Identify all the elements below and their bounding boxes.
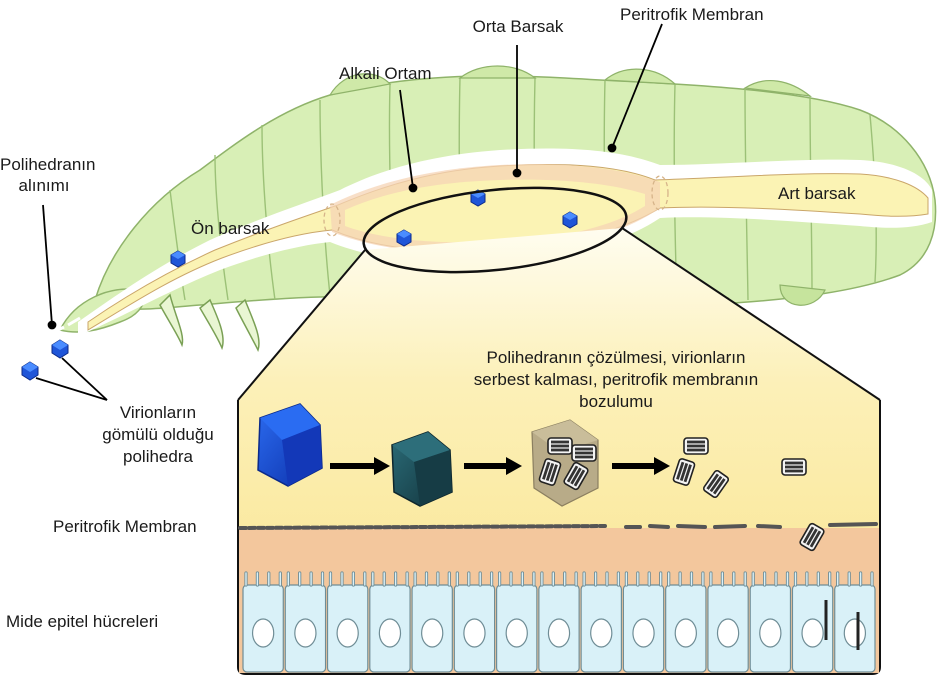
- epithelial-cell: [243, 573, 283, 672]
- label-peritrophic-membrane-bottom: Peritrofik Membran: [53, 516, 197, 537]
- epithelial-cell: [370, 573, 410, 672]
- label-foregut: Ön barsak: [191, 218, 269, 239]
- polyhedron-icon: [171, 251, 185, 267]
- peritrophic-membrane-line: [240, 526, 605, 528]
- virion-rod-bundle-icon: [572, 445, 596, 461]
- polyhedron-icon: [22, 362, 38, 380]
- label-gut-epithelium: Mide epitel hücreleri: [6, 611, 158, 632]
- epithelial-cell: [581, 573, 621, 672]
- polyhedron-icon: [52, 340, 68, 358]
- cell-nucleus: [379, 619, 400, 647]
- polyhedron-icon: [397, 230, 411, 246]
- label-midgut: Orta Barsak: [456, 16, 580, 37]
- label-polyhedra: Virionların gömülü olduğu polihedra: [90, 402, 226, 468]
- epithelial-cell: [708, 573, 748, 672]
- cell-nucleus: [337, 619, 358, 647]
- epithelial-cells: [243, 573, 875, 672]
- cell-nucleus: [844, 619, 865, 647]
- label-polyhedra-line1: Virionların: [90, 402, 226, 424]
- epithelial-cell: [454, 573, 494, 672]
- epithelial-cell: [666, 573, 706, 672]
- cell-nucleus: [633, 619, 654, 647]
- cell-nucleus: [548, 619, 569, 647]
- epithelial-cell: [835, 573, 875, 672]
- label-process-line2: serbest kalması, peritrofik membranın: [446, 369, 786, 391]
- cell-nucleus: [718, 619, 739, 647]
- label-process-description: Polihedranın çözülmesi, virionların serb…: [446, 347, 786, 413]
- label-alkaline-medium: Alkali Ortam: [339, 63, 432, 84]
- label-ingestion-line1: Polihedranın: [0, 154, 88, 175]
- cell-nucleus: [253, 619, 274, 647]
- releasing-polyhedron-icon: [532, 420, 598, 506]
- cell-nucleus: [760, 619, 781, 647]
- label-process-line1: Polihedranın çözülmesi, virionların: [446, 347, 786, 369]
- polyhedron-icon: [563, 212, 577, 228]
- label-process-line3: bozulumu: [446, 391, 786, 413]
- label-polyhedra-line2: gömülü olduğu: [90, 424, 226, 446]
- virion-rod-bundle-icon: [684, 438, 708, 454]
- virion-rod-bundle-icon: [548, 438, 572, 454]
- cell-nucleus: [464, 619, 485, 647]
- cell-nucleus: [295, 619, 316, 647]
- label-ingestion: Polihedranın alınımı: [0, 154, 88, 196]
- cell-nucleus: [802, 619, 823, 647]
- cell-nucleus: [422, 619, 443, 647]
- epithelial-cell: [539, 573, 579, 672]
- cell-nucleus: [506, 619, 527, 647]
- epithelial-cell: [750, 573, 790, 672]
- epithelial-cell: [328, 573, 368, 672]
- virion-rod-bundle-icon: [782, 459, 806, 475]
- intact-polyhedron-icon: [258, 404, 322, 486]
- cell-nucleus: [675, 619, 696, 647]
- epithelial-cell: [412, 573, 452, 672]
- label-polyhedra-line3: polihedra: [90, 446, 226, 468]
- label-ingestion-line2: alınımı: [0, 175, 88, 196]
- epithelial-cell: [623, 573, 663, 672]
- epithelial-cell: [497, 573, 537, 672]
- label-hindgut: Art barsak: [778, 183, 855, 204]
- epithelial-cell: [285, 573, 325, 672]
- label-peritrophic-membrane-top: Peritrofik Membran: [620, 4, 764, 25]
- cell-nucleus: [591, 619, 612, 647]
